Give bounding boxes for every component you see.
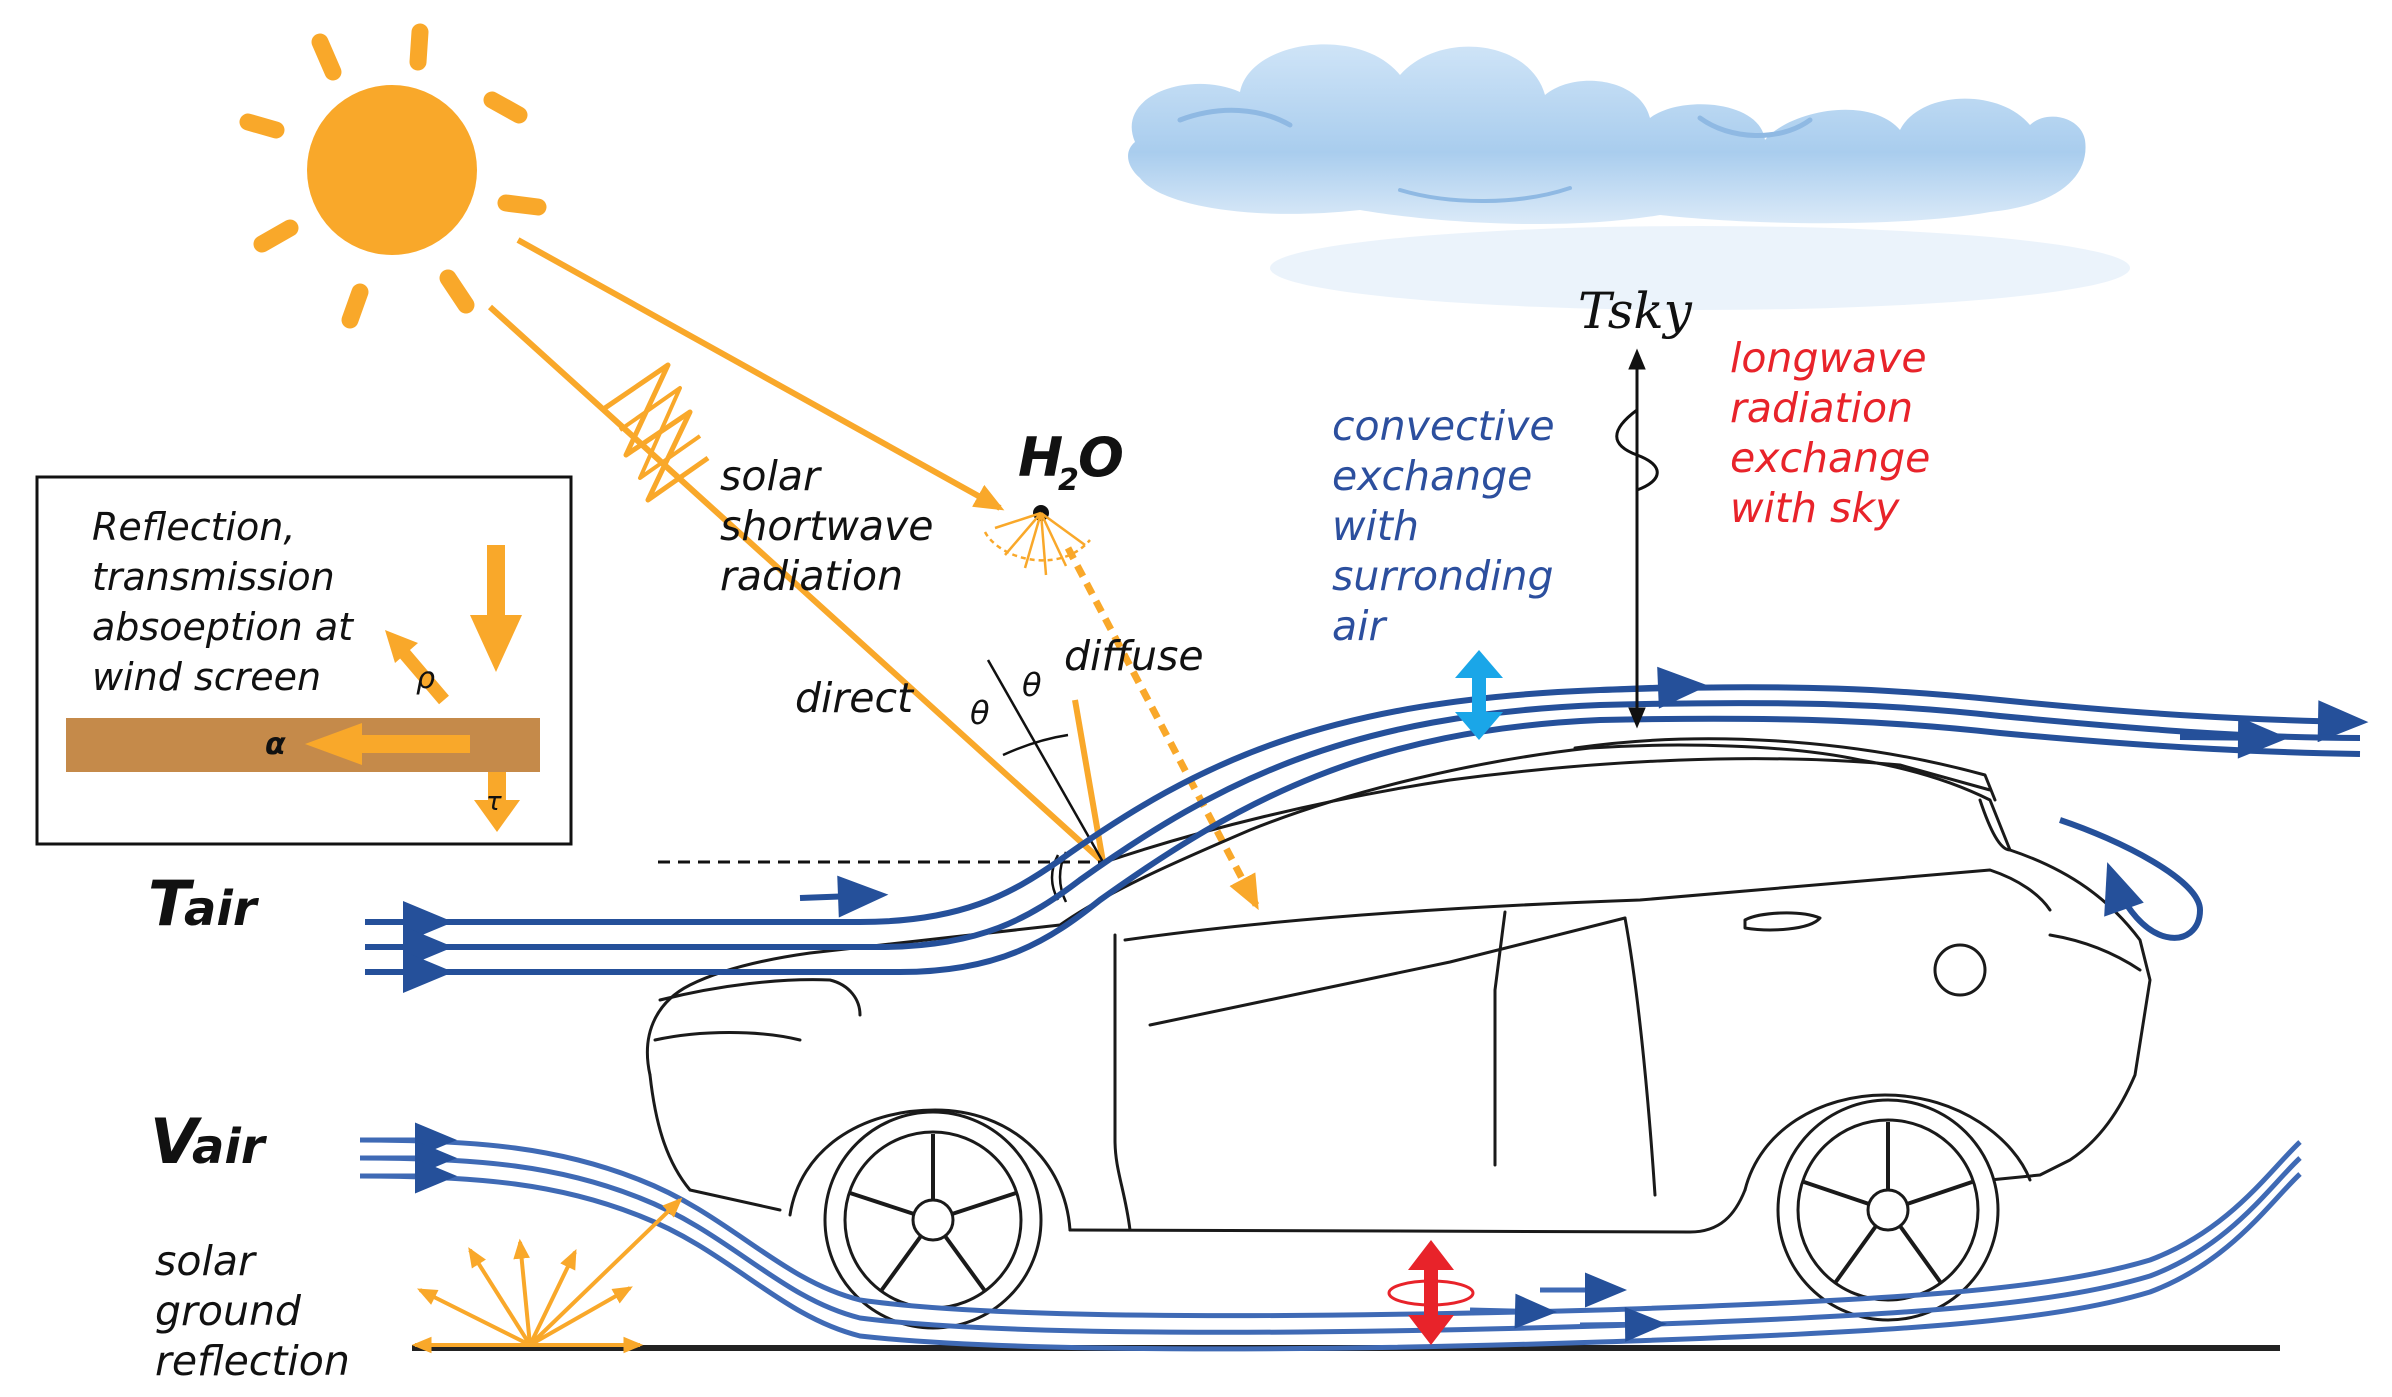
ground-1: solar xyxy=(155,1237,257,1285)
long-3: exchange xyxy=(1730,434,1930,482)
solar-label-2: shortwave xyxy=(720,502,934,550)
diffuse-ray xyxy=(1064,546,1260,911)
tair-label: T air xyxy=(148,867,260,940)
solar-ray-to-h2o xyxy=(516,237,1005,511)
tsky-arrow xyxy=(1615,348,1659,729)
windscreen-inset: Reflection, transmission absoeption at w… xyxy=(35,475,573,846)
inset-line-4: wind screen xyxy=(92,655,321,699)
vair-v: V xyxy=(150,1105,203,1178)
reflect-arrow-icon xyxy=(385,630,449,705)
cloud-icon xyxy=(1128,44,2130,310)
convective-label: convective exchange with surronding air xyxy=(1332,402,1555,650)
lower-airflow xyxy=(359,1122,2302,1352)
sun-icon xyxy=(239,23,547,329)
conv-4: surronding xyxy=(1332,552,1554,600)
rho-symbol: ρ xyxy=(416,661,435,696)
shortwave-wave-icon xyxy=(603,362,710,503)
conv-2: exchange xyxy=(1332,452,1532,500)
solar-label-3: radiation xyxy=(720,552,903,600)
front-wheel-icon xyxy=(823,1110,1043,1330)
underbody-exchange-icon xyxy=(1387,1240,1475,1345)
theta-label-2: θ xyxy=(1022,666,1042,704)
direct-label: direct xyxy=(795,674,915,722)
tsky-label: Tsky xyxy=(1578,282,1693,340)
conv-1: convective xyxy=(1332,402,1555,450)
long-4: with sky xyxy=(1730,484,1900,532)
tau-symbol: τ xyxy=(486,787,502,817)
ground-3: reflection xyxy=(155,1337,350,1385)
alpha-symbol: α xyxy=(265,727,286,762)
inset-line-2: transmission xyxy=(92,555,335,599)
vair-sub: air xyxy=(192,1119,268,1175)
inset-line-3: absoeption at xyxy=(92,605,355,649)
windscreen-normal xyxy=(986,659,1105,903)
h2o-h: H xyxy=(1018,426,1063,489)
rear-wheel-icon xyxy=(1776,1098,2000,1322)
inset-line-1: Reflection, xyxy=(92,505,295,549)
transmit-arrow-icon xyxy=(474,772,520,832)
convective-arrow-icon xyxy=(1455,650,1503,740)
ground-2: ground xyxy=(155,1287,302,1335)
tair-t: T xyxy=(148,867,195,940)
vair-label: V air xyxy=(150,1105,268,1178)
long-1: longwave xyxy=(1730,334,1927,382)
absorb-arrow-icon xyxy=(305,723,470,765)
solar-shortwave-label: solar shortwave radiation xyxy=(720,452,934,600)
water-molecule-icon xyxy=(983,505,1091,576)
theta-label-1: θ xyxy=(970,694,990,732)
h2o-sub: 2 xyxy=(1058,463,1079,498)
upper-airflow xyxy=(365,666,2369,993)
ground-reflection-fan xyxy=(411,1197,683,1354)
solar-label-1: solar xyxy=(720,452,822,500)
solar-ray-direct xyxy=(487,304,1106,865)
tair-sub: air xyxy=(184,881,260,937)
long-2: radiation xyxy=(1730,384,1913,432)
incident-arrow-icon xyxy=(470,545,522,672)
h2o-label: H 2 O xyxy=(1018,426,1124,498)
ground-reflection-label: solar ground reflection xyxy=(155,1237,350,1385)
h2o-o: O xyxy=(1078,426,1124,489)
conv-3: with xyxy=(1332,502,1419,550)
diffuse-label: diffuse xyxy=(1064,632,1204,680)
longwave-label: longwave radiation exchange with sky xyxy=(1730,334,1930,532)
conv-5: air xyxy=(1332,602,1388,650)
